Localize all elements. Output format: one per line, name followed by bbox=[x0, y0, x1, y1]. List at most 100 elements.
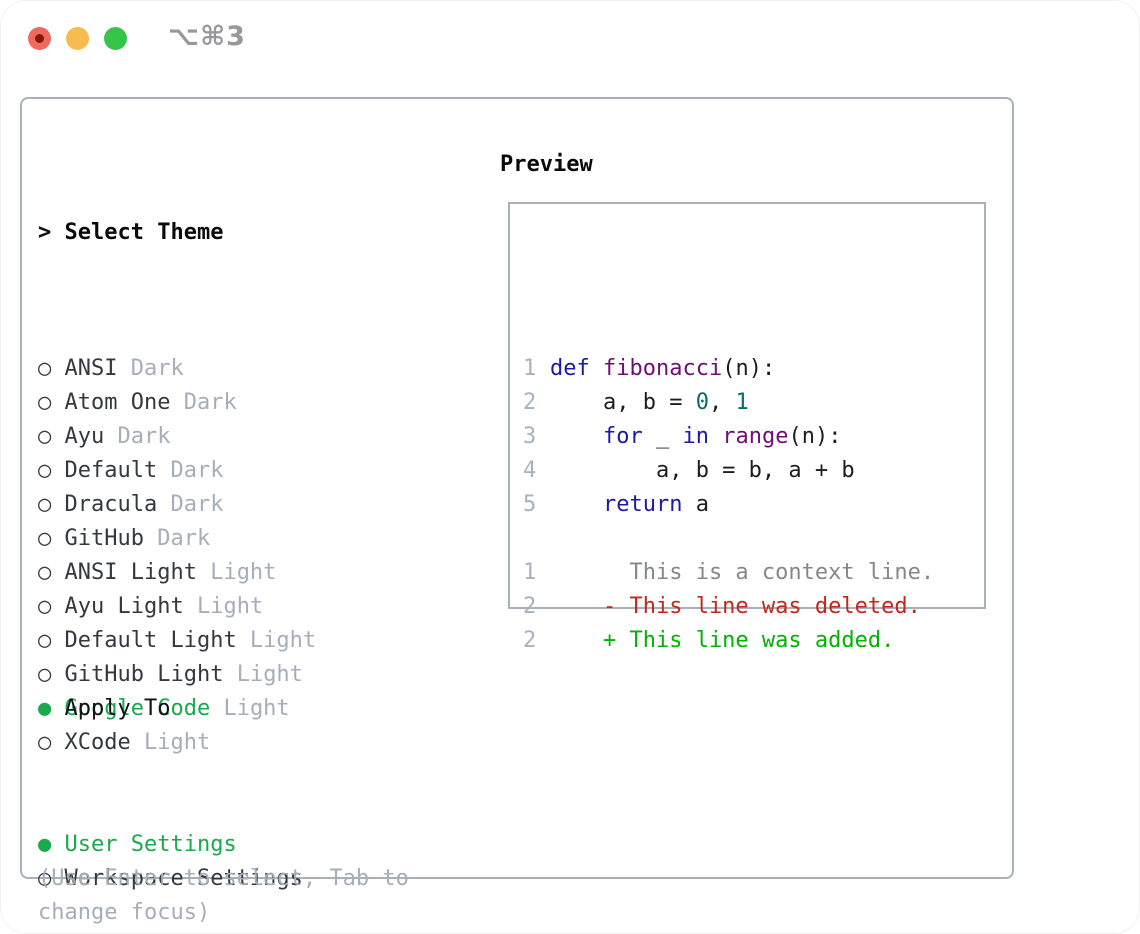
radio-icon: ○ bbox=[38, 866, 65, 891]
window-title-shortcut: ⌥⌘3 bbox=[168, 21, 246, 52]
zoom-button-icon[interactable] bbox=[104, 27, 127, 50]
theme-option[interactable]: ○ Ayu Light Light bbox=[38, 590, 316, 624]
option-variant-label: Dark bbox=[157, 492, 224, 517]
option-label: Dracula bbox=[64, 492, 158, 517]
line-number: 3 bbox=[523, 424, 537, 449]
option-variant-label: Light bbox=[223, 662, 303, 687]
option-variant-label: Dark bbox=[157, 458, 224, 483]
code-token: for bbox=[602, 424, 643, 449]
option-variant-label: Light bbox=[196, 560, 277, 585]
code-line: 5 return a bbox=[523, 488, 934, 522]
radio-icon: ○ bbox=[38, 594, 65, 619]
theme-option[interactable]: ○ ANSI Dark bbox=[38, 352, 316, 386]
code-token bbox=[550, 424, 603, 449]
theme-option[interactable]: ○ Default Dark bbox=[38, 454, 316, 488]
theme-option[interactable]: ○ ANSI Light Light bbox=[38, 556, 316, 590]
theme-option[interactable]: ○ Default Light Light bbox=[38, 624, 316, 658]
code-token: _ bbox=[642, 424, 683, 449]
apply-to-section: Apply To ● User Settings○ Workspace Sett… bbox=[38, 624, 303, 896]
option-label: ANSI bbox=[64, 356, 118, 381]
radio-icon: ○ bbox=[38, 492, 65, 517]
code-token: fibonacci bbox=[603, 356, 723, 381]
code-line: 2 - This line was deleted. bbox=[523, 590, 934, 624]
option-label: Ayu Light bbox=[64, 594, 184, 619]
option-variant-label: Light bbox=[210, 696, 290, 721]
code-token: (n): bbox=[722, 356, 776, 381]
radio-icon: ○ bbox=[38, 390, 65, 415]
apply-to-option[interactable]: ○ Workspace Settings bbox=[38, 862, 303, 896]
code-token: 0 bbox=[695, 390, 709, 415]
code-line: 2 + This line was added. bbox=[523, 624, 934, 658]
code-token bbox=[590, 356, 603, 381]
radio-icon: ○ bbox=[38, 628, 65, 653]
option-label: Google Code bbox=[64, 696, 211, 721]
close-button-icon[interactable] bbox=[28, 27, 51, 50]
radio-icon: ○ bbox=[38, 458, 65, 483]
option-label: User Settings bbox=[64, 832, 237, 857]
code-token: This is a context line. bbox=[550, 560, 935, 585]
preview-title: Preview bbox=[500, 152, 593, 177]
option-label: ANSI Light bbox=[64, 560, 197, 585]
hint-text: (Use Enter to select, Tab to change focus… bbox=[38, 760, 409, 930]
option-variant-label: Light bbox=[236, 628, 317, 653]
radio-icon: ○ bbox=[38, 560, 65, 585]
radio-icon: ○ bbox=[38, 424, 65, 449]
theme-option[interactable]: ○ GitHub Light Light bbox=[38, 658, 316, 692]
option-label: GitHub bbox=[64, 526, 144, 551]
line-number: 2 bbox=[523, 628, 537, 653]
code-line: 3 for _ in range(n): bbox=[523, 420, 934, 454]
code-line: 4 a, b = b, a + b bbox=[523, 454, 934, 488]
line-number: 1 bbox=[523, 560, 537, 585]
line-number: 2 bbox=[523, 594, 537, 619]
code-token: (n): bbox=[788, 424, 842, 449]
option-variant-label: Dark bbox=[143, 526, 211, 551]
option-label: Workspace Settings bbox=[64, 866, 303, 891]
theme-option[interactable]: ● Google Code Light bbox=[38, 692, 316, 726]
code-line: 2 a, b = 0, 1 bbox=[523, 386, 934, 420]
option-variant-label: Light bbox=[130, 730, 211, 755]
line-number: 5 bbox=[523, 492, 537, 517]
code-line bbox=[523, 522, 934, 556]
hint-line: (Use Enter to select, Tab to bbox=[38, 866, 409, 891]
radio-icon: ○ bbox=[38, 730, 65, 755]
radio-icon: ○ bbox=[38, 356, 65, 381]
titlebar: ⌥⌘3 bbox=[0, 0, 1140, 72]
theme-option[interactable]: ○ Dracula Dark bbox=[38, 488, 316, 522]
apply-to-header: Apply To bbox=[38, 692, 303, 726]
theme-list: > Select Theme ○ ANSI Dark○ Atom One Dar… bbox=[38, 148, 316, 760]
code-token: in bbox=[682, 424, 709, 449]
code-token: - This line was deleted. bbox=[550, 594, 921, 619]
code-token: a, b = b, a + b bbox=[550, 458, 855, 483]
option-variant-label: Dark bbox=[117, 356, 184, 381]
minimize-button-icon[interactable] bbox=[66, 27, 89, 50]
option-variant-label: Dark bbox=[104, 424, 171, 449]
apply-to-option[interactable]: ● User Settings bbox=[38, 828, 303, 862]
option-variant-label: Dark bbox=[170, 390, 237, 415]
code-token: 1 bbox=[735, 390, 749, 415]
focus-indicator: > bbox=[38, 220, 65, 245]
code-token bbox=[550, 492, 603, 517]
radio-selected-icon: ● bbox=[38, 832, 65, 857]
code-token: a, b = bbox=[550, 390, 696, 415]
code-token: , bbox=[708, 390, 736, 415]
theme-option[interactable]: ○ Ayu Dark bbox=[38, 420, 316, 454]
preview-box-border bbox=[508, 202, 986, 609]
code-token: range bbox=[722, 424, 789, 449]
line-number: 2 bbox=[523, 390, 537, 415]
option-label: Default Light bbox=[64, 628, 237, 653]
code-line: 1 This is a context line. bbox=[523, 556, 934, 590]
option-variant-label: Light bbox=[183, 594, 264, 619]
apply-to-label: Apply To bbox=[64, 696, 171, 721]
line-number: 4 bbox=[523, 458, 537, 483]
option-label: XCode bbox=[64, 730, 131, 755]
theme-option[interactable]: ○ Atom One Dark bbox=[38, 386, 316, 420]
select-theme-label: Select Theme bbox=[64, 220, 224, 245]
hint-line: change focus) bbox=[38, 900, 211, 925]
select-theme-header: > Select Theme bbox=[38, 216, 316, 250]
theme-option[interactable]: ○ XCode Light bbox=[38, 726, 316, 760]
radio-icon: ○ bbox=[38, 526, 65, 551]
theme-option[interactable]: ○ GitHub Dark bbox=[38, 522, 316, 556]
code-token: def bbox=[550, 356, 590, 381]
